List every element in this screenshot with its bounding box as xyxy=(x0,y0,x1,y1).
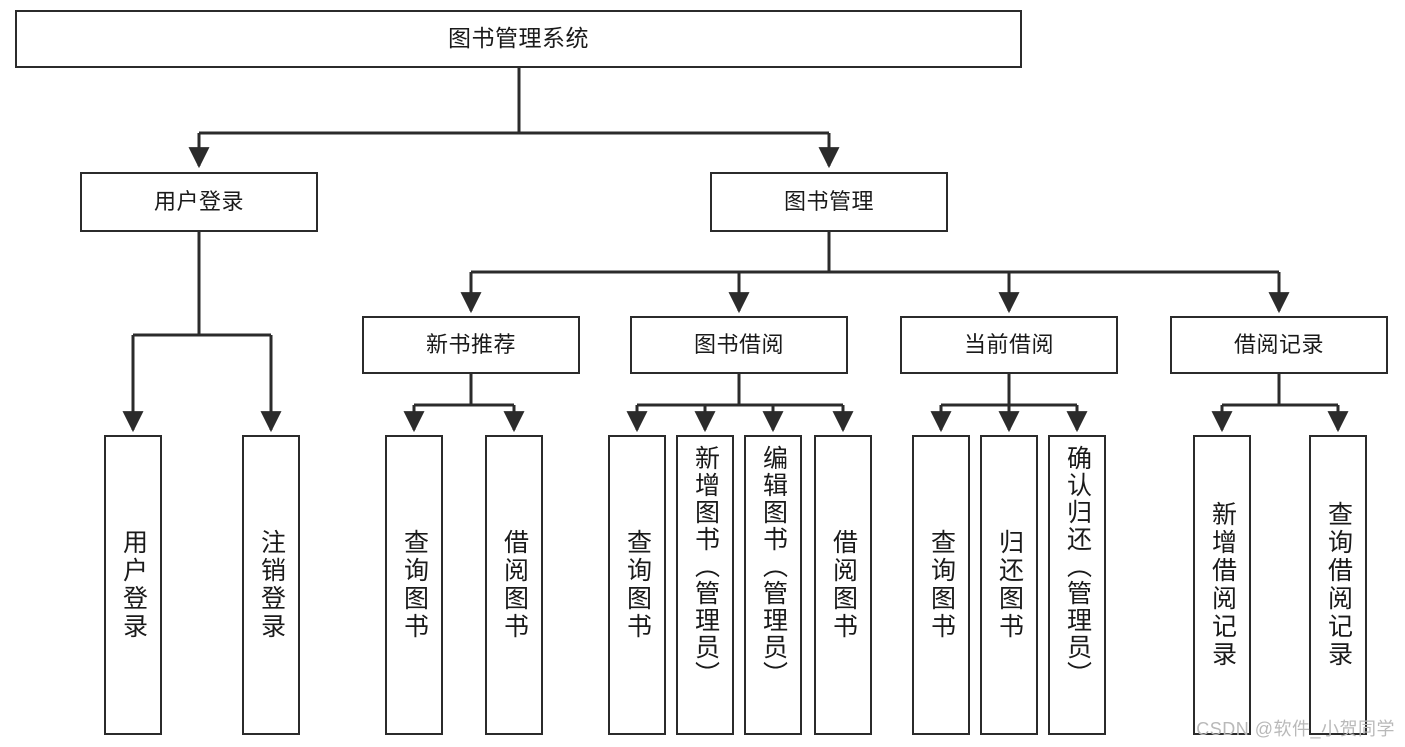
node-label: 用户登录 xyxy=(119,529,148,641)
node-label: 图书借阅 xyxy=(693,332,784,358)
leaf-query-book-new[interactable]: 查询图书 xyxy=(385,435,443,735)
leaf-add-borrow-record[interactable]: 新增借阅记录 xyxy=(1193,435,1251,735)
node-user-login[interactable]: 用户登录 xyxy=(80,172,318,232)
node-label: 注销登录 xyxy=(257,529,286,641)
node-book-management-system[interactable]: 图书管理系统 xyxy=(15,10,1022,68)
leaf-user-login[interactable]: 用户登录 xyxy=(104,435,162,735)
node-current-borrowing[interactable]: 当前借阅 xyxy=(900,316,1118,374)
node-label: 当前借阅 xyxy=(963,332,1054,358)
node-label: 借阅图书 xyxy=(829,529,858,641)
node-label: 借阅图书 xyxy=(500,529,529,641)
node-book-management[interactable]: 图书管理 xyxy=(710,172,948,232)
node-label: 确认归还（管理员） xyxy=(1063,445,1092,688)
leaf-query-book-current[interactable]: 查询图书 xyxy=(912,435,970,735)
node-book-borrowing[interactable]: 图书借阅 xyxy=(630,316,848,374)
node-label: 归还图书 xyxy=(995,529,1024,641)
node-label: 新增图书（管理员） xyxy=(691,445,720,688)
node-label: 查询图书 xyxy=(623,529,652,641)
leaf-logout-login[interactable]: 注销登录 xyxy=(242,435,300,735)
node-label: 查询图书 xyxy=(927,529,956,641)
node-label: 用户登录 xyxy=(153,189,244,215)
leaf-return-book[interactable]: 归还图书 xyxy=(980,435,1038,735)
leaf-confirm-return-admin[interactable]: 确认归还（管理员） xyxy=(1048,435,1106,735)
node-label: 编辑图书（管理员） xyxy=(759,445,788,688)
leaf-edit-book-admin[interactable]: 编辑图书（管理员） xyxy=(744,435,802,735)
node-label: 图书管理系统 xyxy=(448,25,589,52)
leaf-add-book-admin[interactable]: 新增图书（管理员） xyxy=(676,435,734,735)
node-borrow-record[interactable]: 借阅记录 xyxy=(1170,316,1388,374)
leaf-borrow-book[interactable]: 借阅图书 xyxy=(814,435,872,735)
node-label: 新书推荐 xyxy=(425,332,516,358)
leaf-borrow-book-new[interactable]: 借阅图书 xyxy=(485,435,543,735)
leaf-query-book-borrow[interactable]: 查询图书 xyxy=(608,435,666,735)
watermark: CSDN @软件_小贺同学 xyxy=(1196,719,1395,739)
node-new-book-recommendation[interactable]: 新书推荐 xyxy=(362,316,580,374)
node-label: 查询借阅记录 xyxy=(1324,501,1353,669)
node-label: 借阅记录 xyxy=(1233,332,1324,358)
node-label: 新增借阅记录 xyxy=(1208,501,1237,669)
leaf-query-borrow-record[interactable]: 查询借阅记录 xyxy=(1309,435,1367,735)
node-label: 查询图书 xyxy=(400,529,429,641)
node-label: 图书管理 xyxy=(783,189,874,215)
